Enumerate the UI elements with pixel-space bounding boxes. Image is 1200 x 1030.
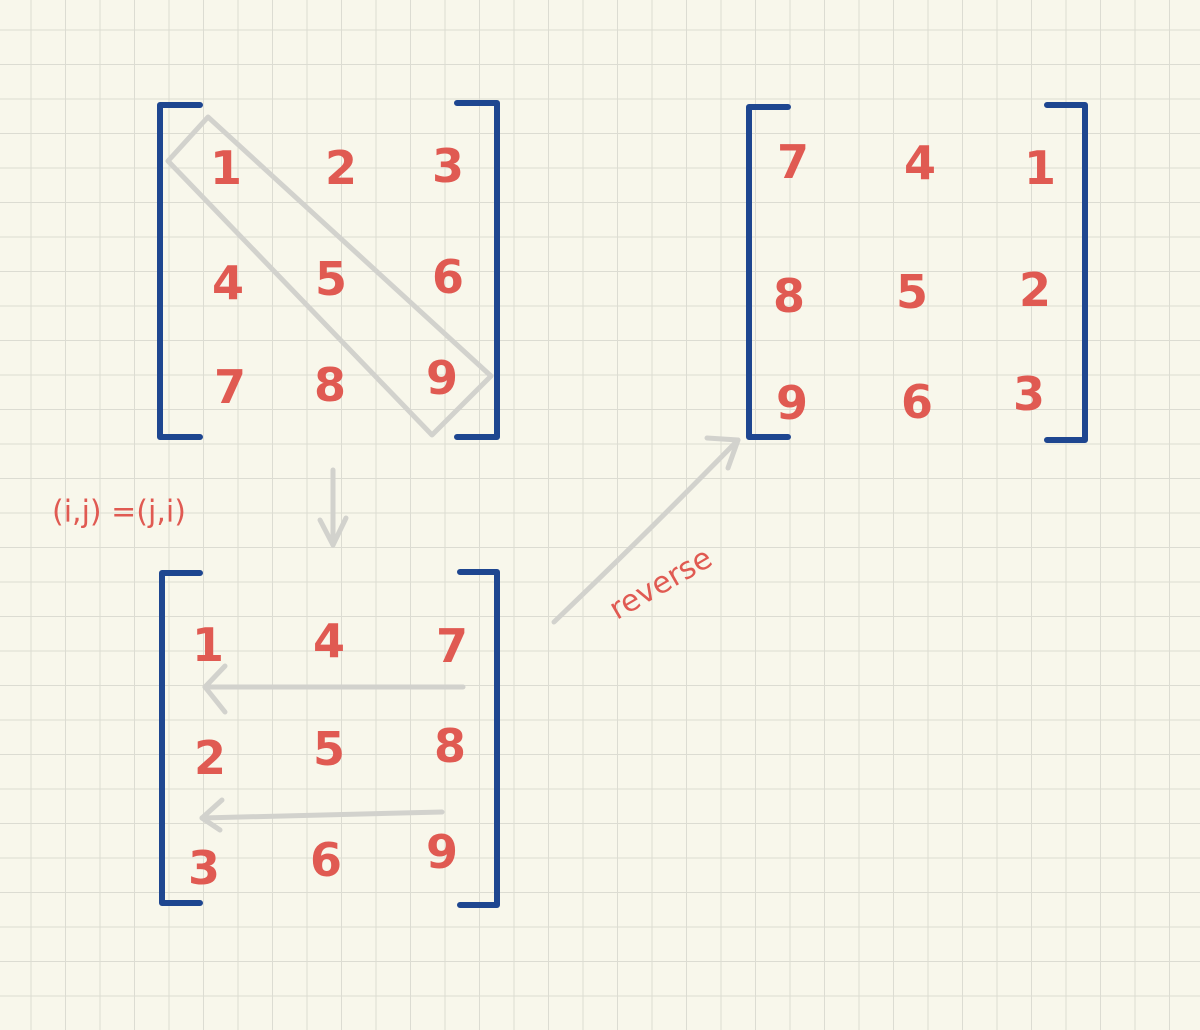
swap-formula-label: (i,j) =(j,i) <box>52 495 186 530</box>
rotated-cell-1-3: 1 <box>1024 141 1056 195</box>
transposed-cell-2-3: 8 <box>434 719 466 773</box>
transposed-cell-2-2: 5 <box>313 722 345 776</box>
transposed-cell-3-1: 3 <box>188 841 220 895</box>
original-cell-2-2: 5 <box>315 252 347 306</box>
down-arrow-head <box>317 515 349 548</box>
reverse-arrow-head <box>704 435 741 471</box>
row-reverse-arrow-2 <box>199 797 445 833</box>
rotated-cell-3-2: 6 <box>901 375 933 429</box>
reverse-arrow-shaft <box>551 437 741 625</box>
original-cell-1-3: 3 <box>432 139 464 193</box>
rotated-cell-1-1: 7 <box>777 135 809 189</box>
rotated-left-bracket <box>746 104 791 440</box>
rotated-right-bracket <box>1044 102 1088 443</box>
original-cell-2-1: 4 <box>212 256 244 310</box>
transposed-cell-1-3: 7 <box>436 619 468 673</box>
rotated-cell-3-1: 9 <box>776 376 808 430</box>
original-cell-3-1: 7 <box>214 360 246 414</box>
original-cell-1-1: 1 <box>210 141 242 195</box>
rotated-matrix: 7 4 1 8 5 2 9 6 3 <box>746 102 1088 443</box>
original-cell-1-2: 2 <box>325 141 357 195</box>
transposed-cell-1-2: 4 <box>313 614 345 668</box>
transposed-cell-1-1: 1 <box>192 618 224 672</box>
transposed-left-bracket <box>159 570 203 906</box>
original-matrix: 1 2 3 4 5 6 7 8 9 <box>157 100 500 440</box>
original-cell-3-3: 9 <box>426 351 458 405</box>
original-right-bracket <box>454 100 500 440</box>
down-arrow <box>317 467 349 548</box>
transposed-right-bracket <box>457 569 500 908</box>
transposed-matrix: 1 4 7 2 5 8 3 6 9 <box>159 569 500 908</box>
row-reverse-arrow-1 <box>202 663 466 715</box>
original-cell-2-3: 6 <box>432 250 464 304</box>
transposed-cell-3-2: 6 <box>310 833 342 887</box>
original-cell-3-2: 8 <box>314 358 346 412</box>
rotated-cell-1-2: 4 <box>904 136 936 190</box>
rotated-cell-2-3: 2 <box>1019 263 1051 317</box>
diagonal-highlight-box <box>165 114 494 438</box>
rotated-cell-2-1: 8 <box>773 269 805 323</box>
original-left-bracket <box>157 102 203 440</box>
rotated-cell-3-3: 3 <box>1013 367 1045 421</box>
transposed-cell-2-1: 2 <box>194 731 226 785</box>
rotated-cell-2-2: 5 <box>896 265 928 319</box>
reverse-arrow <box>551 435 741 625</box>
transposed-cell-3-3: 9 <box>426 825 458 879</box>
reverse-label: reverse <box>603 540 718 627</box>
